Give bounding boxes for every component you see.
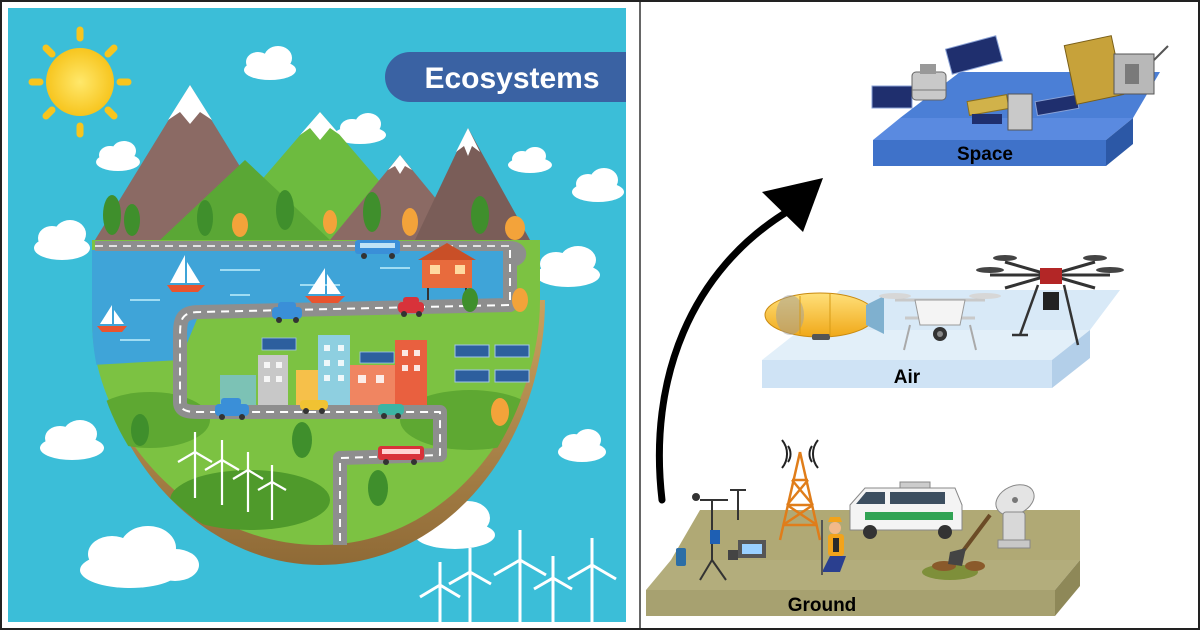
monitoring-van-icon (849, 481, 963, 539)
clouds (34, 46, 624, 588)
sailboat-icon (305, 268, 345, 303)
satellite-icon (871, 35, 1004, 109)
wind-turbines (177, 432, 287, 520)
wind-turbine-icon (257, 465, 287, 520)
radar-dish-icon (995, 484, 1035, 549)
wind-turbine-icon (567, 538, 617, 622)
cloud-icon (40, 420, 104, 460)
signal-waves-icon (781, 439, 819, 469)
drone-icon (879, 293, 1001, 351)
cloud-icon (558, 429, 606, 462)
ecosystems-illustration: Ecosystems (8, 8, 626, 622)
wind-turbine-icon (232, 452, 264, 512)
radio-tower-icon (778, 451, 822, 541)
city (220, 335, 427, 405)
cloud-icon (536, 246, 600, 287)
cloud-icon (572, 168, 624, 202)
car-icon (398, 297, 424, 317)
satellite-icon (1063, 35, 1169, 105)
solar-panel-farm (454, 344, 530, 383)
wind-turbine-icon (419, 562, 461, 622)
cloud-icon (80, 526, 199, 588)
car-icon (300, 400, 328, 414)
ground-to-space-arrow (655, 178, 823, 504)
wind-turbine-icon (177, 432, 213, 498)
wind-turbine-icon (493, 530, 547, 622)
sensor-instruments (676, 530, 766, 566)
cloud-icon (244, 46, 296, 80)
bus-icon (355, 240, 400, 259)
wind-turbine-icon (204, 440, 240, 505)
foreground-trees (131, 288, 528, 506)
hexacopter-drone-icon (976, 255, 1124, 346)
wind-turbine-icon (533, 556, 573, 622)
car-icon (272, 302, 302, 323)
cloud-icon (96, 141, 140, 171)
road-markings (179, 250, 511, 545)
sun-icon (28, 26, 132, 138)
lake-house (418, 243, 476, 300)
blimp-icon (764, 292, 884, 340)
forest (103, 190, 525, 240)
air-label: Air (894, 367, 921, 388)
cloud-icon (34, 220, 90, 260)
car-icon (378, 404, 404, 419)
sailboat-icon (167, 255, 205, 292)
space-label: Space (957, 144, 1013, 165)
cloud-icon (508, 147, 552, 173)
ecosystems-title-banner: Ecosystems (385, 52, 626, 102)
wind-turbine-icon (448, 548, 492, 622)
sailboat-icon (97, 305, 127, 332)
field-worker-icon (821, 517, 846, 575)
soil-sampling-icon (922, 513, 992, 580)
cloud-icon (334, 113, 386, 144)
sky-wind-turbines (419, 530, 617, 622)
ground-label: Ground (788, 595, 857, 616)
car-icon (215, 398, 249, 420)
hill (170, 470, 330, 530)
ecosystems-title: Ecosystems (424, 62, 599, 95)
bus-icon (378, 446, 424, 465)
